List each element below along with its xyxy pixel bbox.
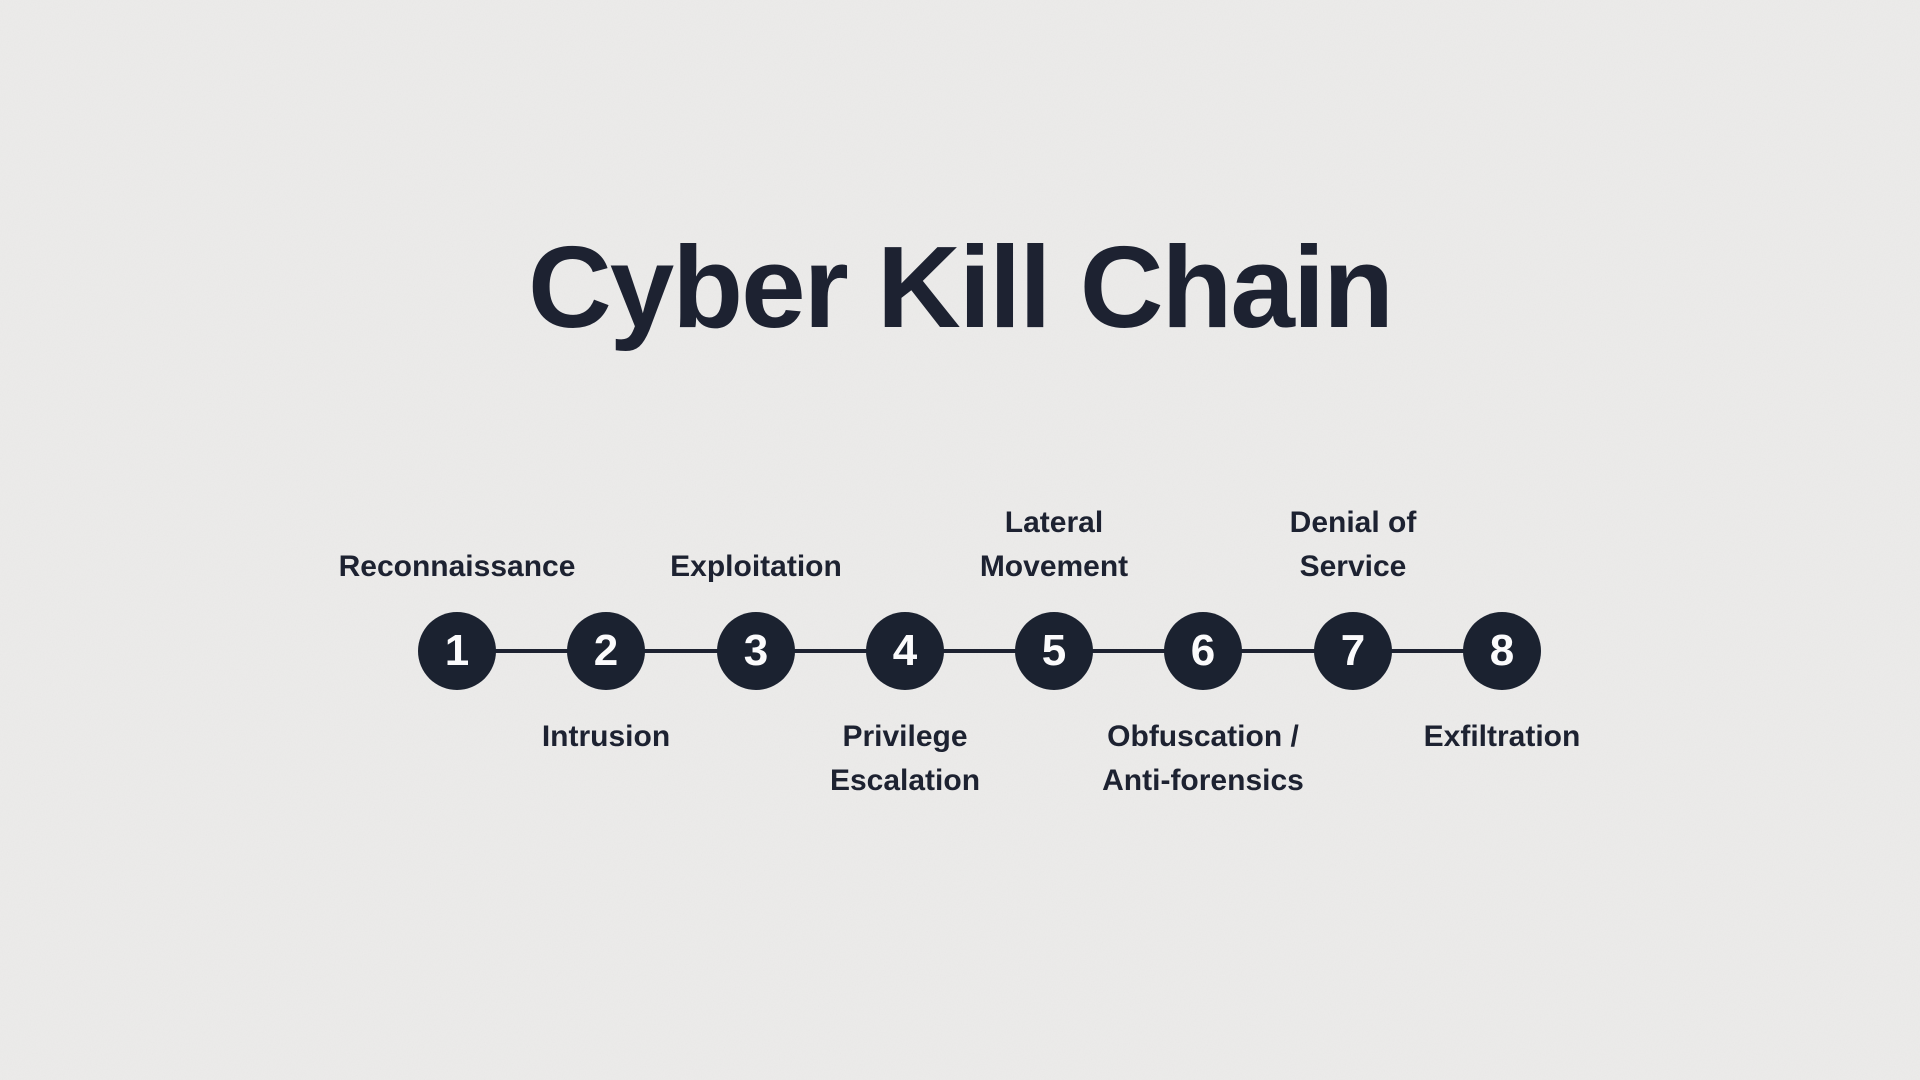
step-number: 7 [1340,626,1366,675]
step-number: 8 [1489,626,1515,675]
step-number: 1 [444,626,470,675]
step-number: 6 [1190,626,1216,675]
step-number: 5 [1041,626,1067,675]
step-number: 3 [743,626,769,675]
step-label: Exfiltration [1423,720,1581,753]
step-exfiltration: 8 Exfiltration [1377,487,1627,817]
step-number: 4 [892,626,918,675]
step-number: 2 [593,626,619,675]
step-node: 8 [1463,612,1541,690]
